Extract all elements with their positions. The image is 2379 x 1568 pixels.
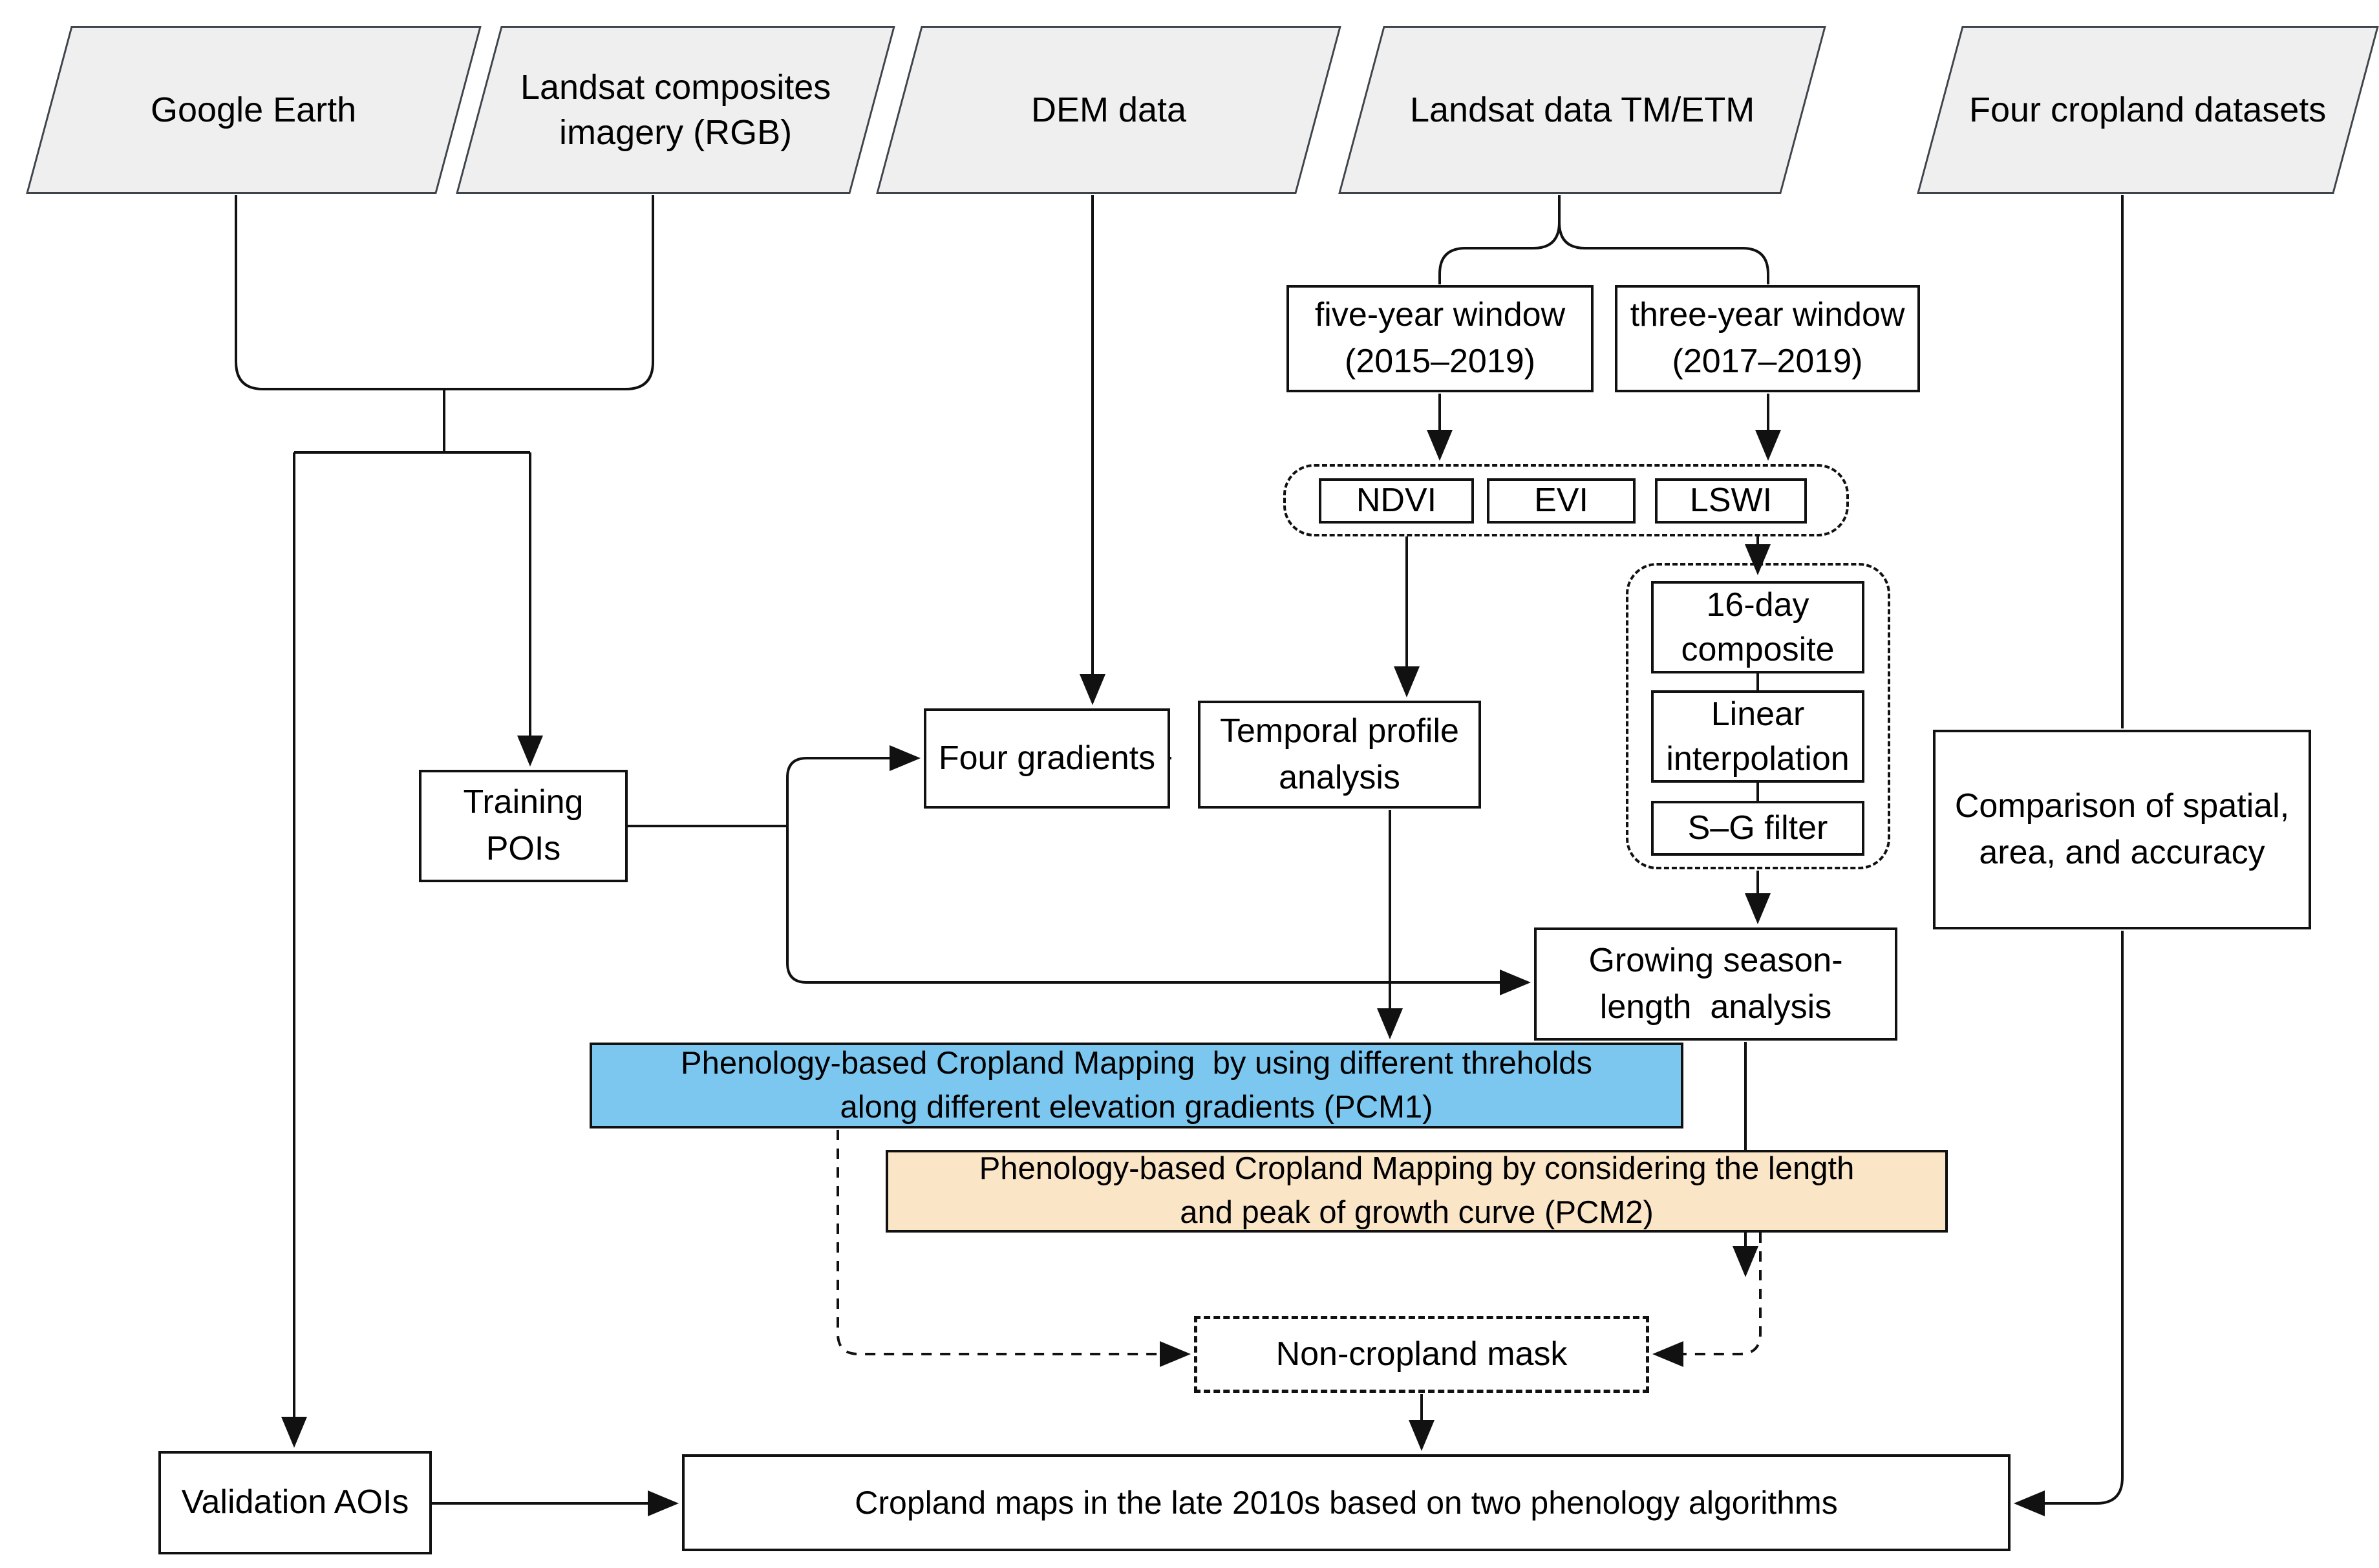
node-label: Phenology-based Cropland Mapping by cons… xyxy=(979,1151,1855,1187)
arrow-training-to-growing xyxy=(786,826,1531,995)
node-label: along different elevation gradients (PCM… xyxy=(840,1089,1433,1125)
node-three-year-window: three-year window (2017–2019) xyxy=(1615,285,1920,392)
node-label: 16-day xyxy=(1706,586,1809,624)
arrow-training-to-fourgradients xyxy=(786,745,921,826)
node-ndvi: NDVI xyxy=(1319,478,1474,524)
node-label: Temporal profile xyxy=(1220,712,1459,750)
node-label: LSWI xyxy=(1689,482,1773,520)
node-linear-interpolation: Linear interpolation xyxy=(1651,690,1864,783)
node-label: Four cropland datasets xyxy=(1969,90,2327,129)
node-label: composite xyxy=(1681,630,1835,668)
dashed-pcm2-to-mask xyxy=(1652,1233,1762,1367)
node-landsat-composites: Landsat composites imagery (RGB) xyxy=(456,26,895,194)
node-label: Non-cropland mask xyxy=(1275,1335,1568,1373)
arrow-comparison-to-final xyxy=(2014,931,2124,1516)
node-label: (2015–2019) xyxy=(1345,343,1535,380)
node-label: Linear xyxy=(1711,695,1805,733)
bracket-ge-lc xyxy=(235,195,654,390)
node-training-pois: Training POIs xyxy=(419,770,628,882)
node-label: five-year window xyxy=(1314,296,1566,334)
node-label: (2017–2019) xyxy=(1672,343,1863,380)
node-label: POIs xyxy=(485,830,561,867)
node-non-cropland-mask: Non-cropland mask xyxy=(1194,1316,1649,1393)
node-label: Growing season- xyxy=(1588,941,1843,979)
node-final-cropland-maps: Cropland maps in the late 2010s based on… xyxy=(682,1454,2011,1551)
node-label: Phenology-based Cropland Mapping by usin… xyxy=(680,1045,1593,1081)
node-label: three-year window xyxy=(1630,296,1905,334)
node-pcm2: Phenology-based Cropland Mapping by cons… xyxy=(886,1150,1948,1233)
smoothing-group xyxy=(1626,563,1890,869)
node-label: analysis xyxy=(1279,758,1400,796)
node-label: and peak of growth curve (PCM2) xyxy=(1180,1195,1654,1230)
node-temporal-profile: Temporal profile analysis xyxy=(1198,701,1481,809)
node-label: Validation AOIs xyxy=(181,1483,409,1521)
node-label: Comparison of spatial, xyxy=(1954,787,2290,825)
node-label: interpolation xyxy=(1666,739,1850,778)
node-label: Landsat composites xyxy=(520,67,831,107)
node-dem-data: DEM data xyxy=(876,26,1341,194)
node-validation-aois: Validation AOIs xyxy=(158,1451,432,1554)
node-pcm1: Phenology-based Cropland Mapping by usin… xyxy=(590,1043,1683,1128)
node-label: length analysis xyxy=(1599,988,1832,1026)
node-label: Cropland maps in the late 2010s based on… xyxy=(855,1484,1838,1521)
node-label: area, and accuracy xyxy=(1979,833,2265,871)
brace-left-arm xyxy=(1438,222,1561,284)
brace-right-arm xyxy=(1558,222,1769,284)
indices-group xyxy=(1283,464,1849,536)
node-google-earth: Google Earth xyxy=(26,26,482,194)
node-five-year-window: five-year window (2015–2019) xyxy=(1286,285,1594,392)
node-label: imagery (RGB) xyxy=(559,113,793,152)
node-label: Four gradients xyxy=(938,739,1156,777)
node-lswi: LSWI xyxy=(1655,478,1807,524)
node-label: S–G filter xyxy=(1687,809,1828,847)
node-growing-season: Growing season- length analysis xyxy=(1534,927,1897,1041)
node-comparison: Comparison of spatial, area, and accurac… xyxy=(1933,730,2311,929)
node-four-cropland-datasets: Four cropland datasets xyxy=(1917,26,2379,194)
node-16day-composite: 16-day composite xyxy=(1651,581,1864,673)
node-label: Google Earth xyxy=(151,90,357,129)
node-label: NDVI xyxy=(1356,482,1437,520)
node-label: Training xyxy=(463,783,584,821)
node-label: EVI xyxy=(1534,482,1588,520)
node-evi: EVI xyxy=(1487,478,1636,524)
node-landsat-tm-etm: Landsat data TM/ETM xyxy=(1338,26,1826,194)
node-label: Landsat data TM/ETM xyxy=(1409,90,1755,129)
node-label: DEM data xyxy=(1030,90,1187,129)
node-sg-filter: S–G filter xyxy=(1651,801,1864,856)
node-four-gradients: Four gradients xyxy=(924,708,1170,809)
